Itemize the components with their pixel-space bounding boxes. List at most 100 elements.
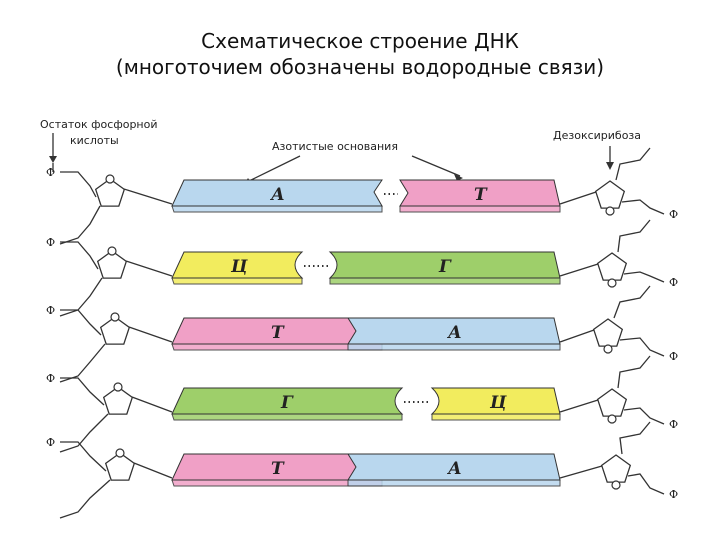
base-letter-right: Г [438,257,452,277]
phosphate-symbol-right: Ф [669,350,678,363]
sugar-ring-right [600,454,632,483]
phosphate-symbol-right: Ф [669,488,678,501]
base-letter-left: А [269,185,285,205]
sugar-ring-left [96,250,128,279]
glycosidic-bond-left [125,260,173,277]
phosphate-symbol-left: Ф [46,304,55,317]
base-block-side-right [347,343,561,351]
ring-oxygen-left [115,448,125,458]
glycosidic-bond-right [559,263,599,277]
glycosidic-bond-left [128,326,173,343]
glycosidic-bond-right [559,191,597,205]
glycosidic-bond-right [559,329,595,343]
base-block-right [430,387,561,415]
backbone-link-right [619,421,651,455]
backbone-link-left [60,377,105,406]
phosphate-symbol-left: Ф [46,236,55,249]
backbone-link-left [59,479,111,519]
glycosidic-bond-left [131,396,173,413]
base-block-right [399,179,561,207]
phosphate-symbol-left: Ф [46,166,55,179]
sugar-ring-right [596,252,628,281]
ring-oxygen-right [611,480,621,490]
backbone-link-left [60,309,102,336]
ring-oxygen-left [113,382,123,392]
sugar-ring-right [596,388,628,417]
base-block-left [171,179,383,207]
ring-oxygen-left [107,246,117,256]
title-line-1: Схематическое строение ДНК [201,29,519,53]
base-block-side-left [171,413,403,421]
glycosidic-bond-left [123,188,173,205]
sugar-ring-left [99,316,131,345]
base-block-side-left [171,277,303,285]
sugar-ring-right [594,180,626,209]
right-backbone: Ф Ф Ф Ф Ф [559,147,678,501]
sugar-ring-left [94,178,126,207]
base-letter-right: Т [474,185,488,205]
base-block-side-right [431,413,561,421]
phosphate-label-line2: кислоты [70,134,119,147]
base-block-side-right [399,205,561,213]
backbone-link-right [621,199,665,215]
backbone-link-left [59,413,109,453]
backbone-link-left [60,241,99,270]
backbone-link-right [627,473,665,495]
base-block-right [347,317,561,345]
base-letter-left: Ц [230,257,248,277]
phosphate-symbol-right: Ф [669,418,678,431]
ring-oxygen-right [607,278,617,288]
base-block-left [171,387,404,415]
backbone-link-right [623,271,665,283]
slide-title: Схематическое строение ДНК (многоточием … [0,28,720,80]
base-letter-right: А [446,323,462,343]
sugar-ring-right [592,318,624,347]
phosphate-symbol-right: Ф [669,208,678,221]
base-block-right [347,453,561,481]
backbone-link-right [615,147,651,181]
sugar-ring-left [104,452,136,481]
backbone-link-left [59,205,101,245]
base-block-right [328,251,561,279]
phosphate-symbol-left: Ф [46,436,55,449]
backbone-link-right [613,285,651,319]
ring-oxygen-right [607,414,617,424]
base-letter-left: Т [271,323,285,343]
sugar-label: Дезоксирибоза [553,129,641,142]
base-block-left [171,251,304,279]
ring-oxygen-left [110,312,120,322]
bases-label: Азотистые основания [272,140,398,153]
phosphate-label-line1: Остаток фосфорной [40,118,158,131]
backbone-link-left [60,441,107,472]
title-line-2: (многоточием обозначены водородные связи… [115,55,605,79]
backbone-link-right [619,337,665,357]
glycosidic-bond-left [133,462,173,479]
sugar-ring-left [102,386,134,415]
left-backbone: Ф Ф Ф Ф Ф [46,163,173,519]
ring-oxygen-right [603,344,613,354]
base-block-side-right [347,479,561,487]
backbone-link-left [59,277,103,317]
base-block-side-left [171,205,383,213]
backbone-link-right [617,219,651,253]
ring-oxygen-left [105,174,115,184]
backbone-link-left [60,171,97,198]
base-letter-right: А [446,459,462,479]
base-letter-left: Г [280,393,294,413]
base-block-side-right [329,277,561,285]
glycosidic-bond-right [559,399,599,413]
phosphate-symbol-right: Ф [669,276,678,289]
phosphate-symbol-left: Ф [46,372,55,385]
backbone-link-right [617,355,651,389]
backbone-link-right [623,407,665,425]
ring-oxygen-right [605,206,615,216]
base-letter-left: Т [271,459,285,479]
backbone-link-left [59,343,106,383]
